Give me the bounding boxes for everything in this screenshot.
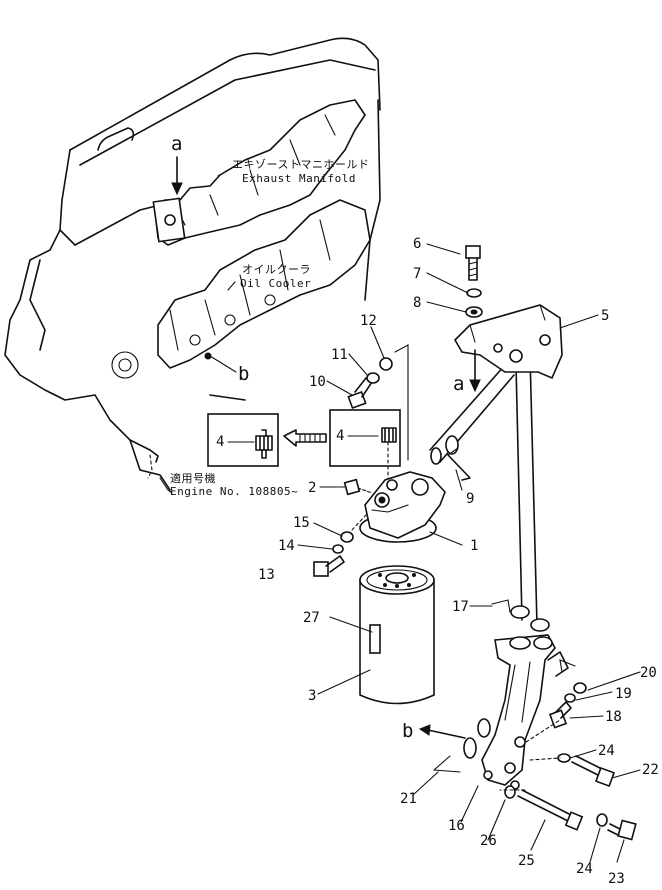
part-number-11: 11 [331,347,348,363]
part-number-12: 12 [360,313,377,329]
washer-24b [596,813,608,827]
part-number-2: 2 [308,480,316,496]
part-number-20: 20 [640,665,657,681]
old-type-part-4-box: 4 [207,413,279,467]
oil-cooler-label-en: Oil Cooler [240,277,311,290]
new-type-part-4-box: 4 [329,409,401,491]
part-number-15: 15 [293,515,310,531]
view-marker-a-top: a [171,133,182,155]
view-marker-b-engine: b [238,363,249,385]
exhaust-manifold [152,99,366,246]
part-number-17: 17 [452,599,469,615]
washer-7 [466,288,482,298]
bolt-23 [607,819,637,841]
part-number-6: 6 [413,236,421,252]
part-number-21: 21 [400,791,417,807]
engine-number-label-jp: 適用号機 [170,471,216,485]
part-number-22: 22 [642,762,659,778]
o-ring-17a [510,605,530,619]
view-marker-a-side: a [453,373,464,395]
part-number-25: 25 [518,853,535,869]
part-number-23: 23 [608,871,625,887]
o-ring-17b [530,618,550,632]
oil-pipe [429,354,538,626]
filter-cartridge [359,565,435,705]
part-number-10: 10 [309,374,326,390]
part-number-24b: 24 [576,861,593,877]
bolt-13 [313,555,345,577]
engine-block [4,37,381,491]
view-marker-b-bottom: b [402,720,413,742]
exhaust-manifold-label-en: Exhaust Manifold [242,172,356,185]
part-number-27: 27 [303,610,320,626]
part-number-26: 26 [480,833,497,849]
part-number-8: 8 [413,295,421,311]
part-number-13: 13 [258,567,275,583]
part-number-9: 9 [466,491,474,507]
bolt-22 [571,755,615,787]
part-number-4-old: 4 [216,434,224,450]
bolt-6 [465,245,481,281]
part-number-24a: 24 [598,743,615,759]
part-number-7: 7 [413,266,421,282]
oil-cooler [157,199,371,369]
plug-2 [343,478,373,496]
bracket-5 [453,304,563,380]
part-number-5: 5 [601,308,609,324]
bolt-10 [347,377,373,410]
washer-14 [332,544,344,554]
part-number-1: 1 [470,538,478,554]
washer-26 [504,785,516,799]
washer-11 [366,372,380,384]
washer-19 [564,693,576,703]
part-number-4-new: 4 [336,428,344,444]
seal-21b [477,718,491,738]
part-number-18: 18 [605,709,622,725]
part-number-3: 3 [308,688,316,704]
bolt-18 [548,701,572,729]
part-number-14: 14 [278,538,295,554]
bolt-25 [517,789,584,831]
seal-21a [463,737,477,759]
engine-number-label-en: Engine No. 108805~ [170,485,298,498]
washer-15 [340,531,354,543]
washer-12 [379,357,393,371]
washer-20 [573,682,587,694]
part-number-19: 19 [615,686,632,702]
exhaust-manifold-label-jp: エキゾーストマニホールド [232,158,369,171]
filter-head [359,471,446,543]
part-number-16: 16 [448,818,465,834]
oil-cooler-label-jp: オイルクーラ [242,263,311,276]
replacement-arrow [283,429,327,447]
